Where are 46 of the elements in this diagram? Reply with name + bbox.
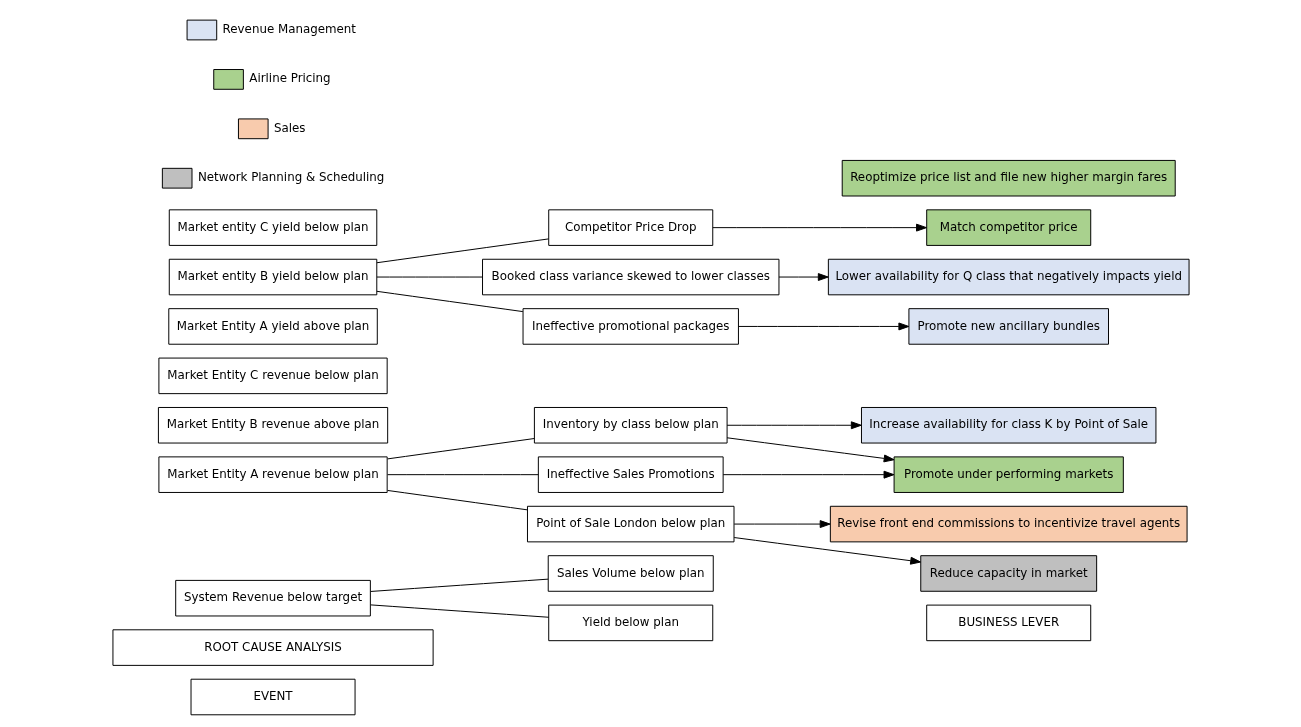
arrow (733, 520, 831, 529)
node-box: Reduce capacity in market (919, 555, 1097, 592)
node-box: Market entity B yield below plan (168, 258, 377, 296)
connector (386, 438, 535, 460)
connector (375, 290, 523, 313)
node-box: Market entity C yield below plan (168, 209, 377, 246)
node-box: Market Entity C revenue below plan (157, 357, 388, 395)
node-box: Ineffective promotional packages (522, 308, 739, 345)
connector (369, 604, 549, 618)
arrow (737, 322, 909, 331)
legend-label: Airline Pricing (248, 71, 331, 86)
node-box: Competitor Price Drop (547, 209, 713, 246)
node-box: Increase availability for class K by Point of Sale (860, 406, 1156, 444)
node-box: Promote new ancillary bundles (907, 308, 1109, 345)
connector (369, 578, 549, 592)
node-box: Market Entity A yield above plan (167, 308, 378, 345)
connector (375, 238, 549, 264)
arrow (733, 537, 921, 565)
node-box: Promote under performing markets (893, 456, 1124, 493)
arrow (711, 223, 927, 232)
arrow (726, 421, 862, 430)
arrow (726, 437, 895, 463)
node-box: Reoptimize price list and file new higher margin fares (841, 159, 1176, 197)
node-box: Point of Sale London below plan (526, 505, 734, 543)
connector (375, 276, 483, 278)
node-box: Sales Volume below plan (547, 555, 714, 592)
legend-label: Revenue Management (222, 22, 356, 37)
legend-label: Network Planning & Scheduling (197, 170, 384, 185)
node-box: Revise front end commissions to incentivize travel agents (829, 505, 1188, 543)
connector (386, 489, 528, 511)
node-box: Inventory by class below plan (533, 406, 728, 444)
arrow (722, 470, 894, 479)
node-box: ROOT CAUSE ANALYSIS (111, 629, 434, 666)
arrow (778, 273, 829, 281)
node-box: Match competitor price (925, 209, 1091, 246)
legend-label: Sales (273, 120, 306, 135)
node-box: Booked class variance skewed to lower classes (481, 258, 779, 296)
node-box: Lower availability for Q class that negatively impacts yield (827, 258, 1190, 296)
node-box: Ineffective Sales Promotions (537, 456, 724, 493)
connector (386, 474, 539, 476)
node-box: Market Entity B revenue above plan (157, 406, 388, 444)
node-box: EVENT (190, 678, 356, 716)
node-box: System Revenue below target (174, 579, 371, 617)
node-box: Market Entity A revenue below plan (157, 456, 388, 493)
node-box: Yield below plan (547, 604, 713, 642)
node-box: BUSINESS LEVER (925, 604, 1091, 642)
